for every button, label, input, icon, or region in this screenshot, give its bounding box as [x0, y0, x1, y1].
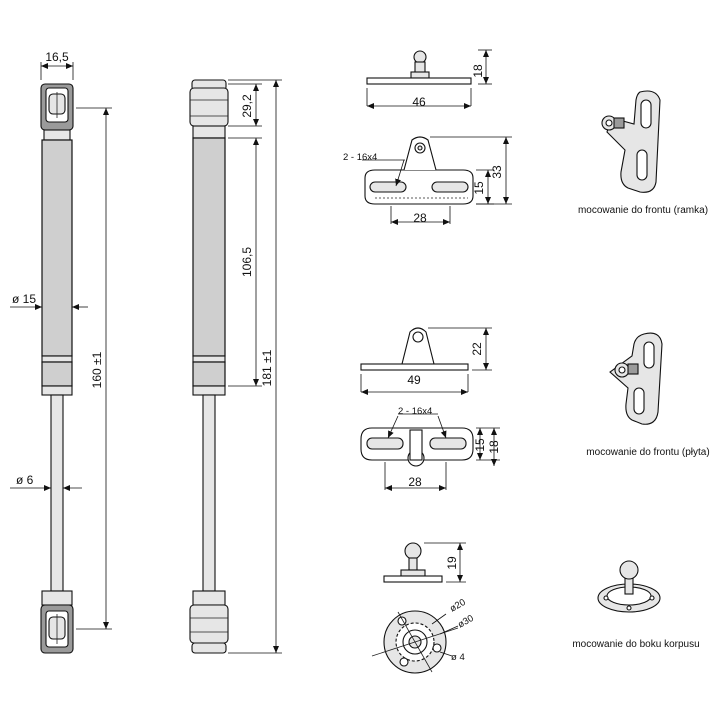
plate-inner-height-label: 15	[473, 438, 487, 452]
side-cylinder	[192, 137, 226, 357]
side-bracket-height-label: 19	[445, 556, 459, 570]
plate-side-height-label: 22	[470, 342, 484, 356]
end-length-label: 29,2	[240, 94, 254, 118]
gas-strut-front-view: 16,5 ø 15 ø 6 160 ±1	[10, 50, 112, 654]
plate-side-width-label: 49	[407, 373, 421, 387]
cylinder-body	[41, 139, 73, 357]
outer-diameter-label: ø30	[456, 613, 476, 631]
frame-bracket-drawing: 18 46 2 - 16x4 15 33 28	[343, 49, 708, 225]
frame-hole-label: 2 - 16x4	[343, 152, 377, 163]
side-bracket-caption: mocowanie do boku korpusu	[572, 639, 699, 650]
frame-total-height-label: 33	[490, 165, 504, 179]
front-length-label: 160 ±1	[90, 351, 104, 388]
hole-diameter-label: ø 4	[451, 652, 465, 663]
plate-slot-spacing-label: 28	[408, 475, 422, 489]
frame-side-height-label: 18	[471, 64, 485, 78]
frame-inner-height-label: 15	[472, 181, 486, 195]
total-length-label: 181 ±1	[260, 349, 274, 386]
inner-diameter-label: ø20	[448, 597, 468, 615]
side-top-fitting	[189, 87, 229, 127]
plate-hole-label: 2 - 16x4	[398, 406, 432, 417]
rod-diameter-label: ø 6	[16, 473, 34, 487]
frame-slot-spacing-label: 28	[413, 211, 427, 225]
plate-bracket-3d-view	[609, 332, 663, 425]
plate-bracket-drawing: 22 49 2 - 16x4 15 18 28	[360, 327, 710, 491]
front-width-label: 16,5	[45, 50, 69, 64]
body-length-label: 106,5	[240, 247, 254, 277]
piston-rod	[50, 394, 64, 592]
body-diameter-label: ø 15	[12, 292, 36, 306]
gas-strut-side-view: 29,2 106,5 181 ±1	[189, 79, 282, 654]
frame-bracket-3d-view	[601, 90, 661, 193]
frame-bracket-caption: mocowanie do frontu (ramka)	[578, 205, 708, 216]
frame-bracket-plate	[364, 169, 474, 205]
side-bracket-3d-view	[597, 560, 661, 613]
side-rod	[202, 394, 216, 592]
side-bottom-fitting	[189, 604, 229, 644]
frame-side-width-label: 46	[412, 95, 426, 109]
plate-total-height-label: 18	[487, 440, 501, 454]
side-bracket-drawing: 19 ø20 ø30 ø 4 mocowanie do boku korpusu	[371, 542, 700, 674]
plate-bracket-caption: mocowanie do frontu (płyta)	[586, 447, 709, 458]
